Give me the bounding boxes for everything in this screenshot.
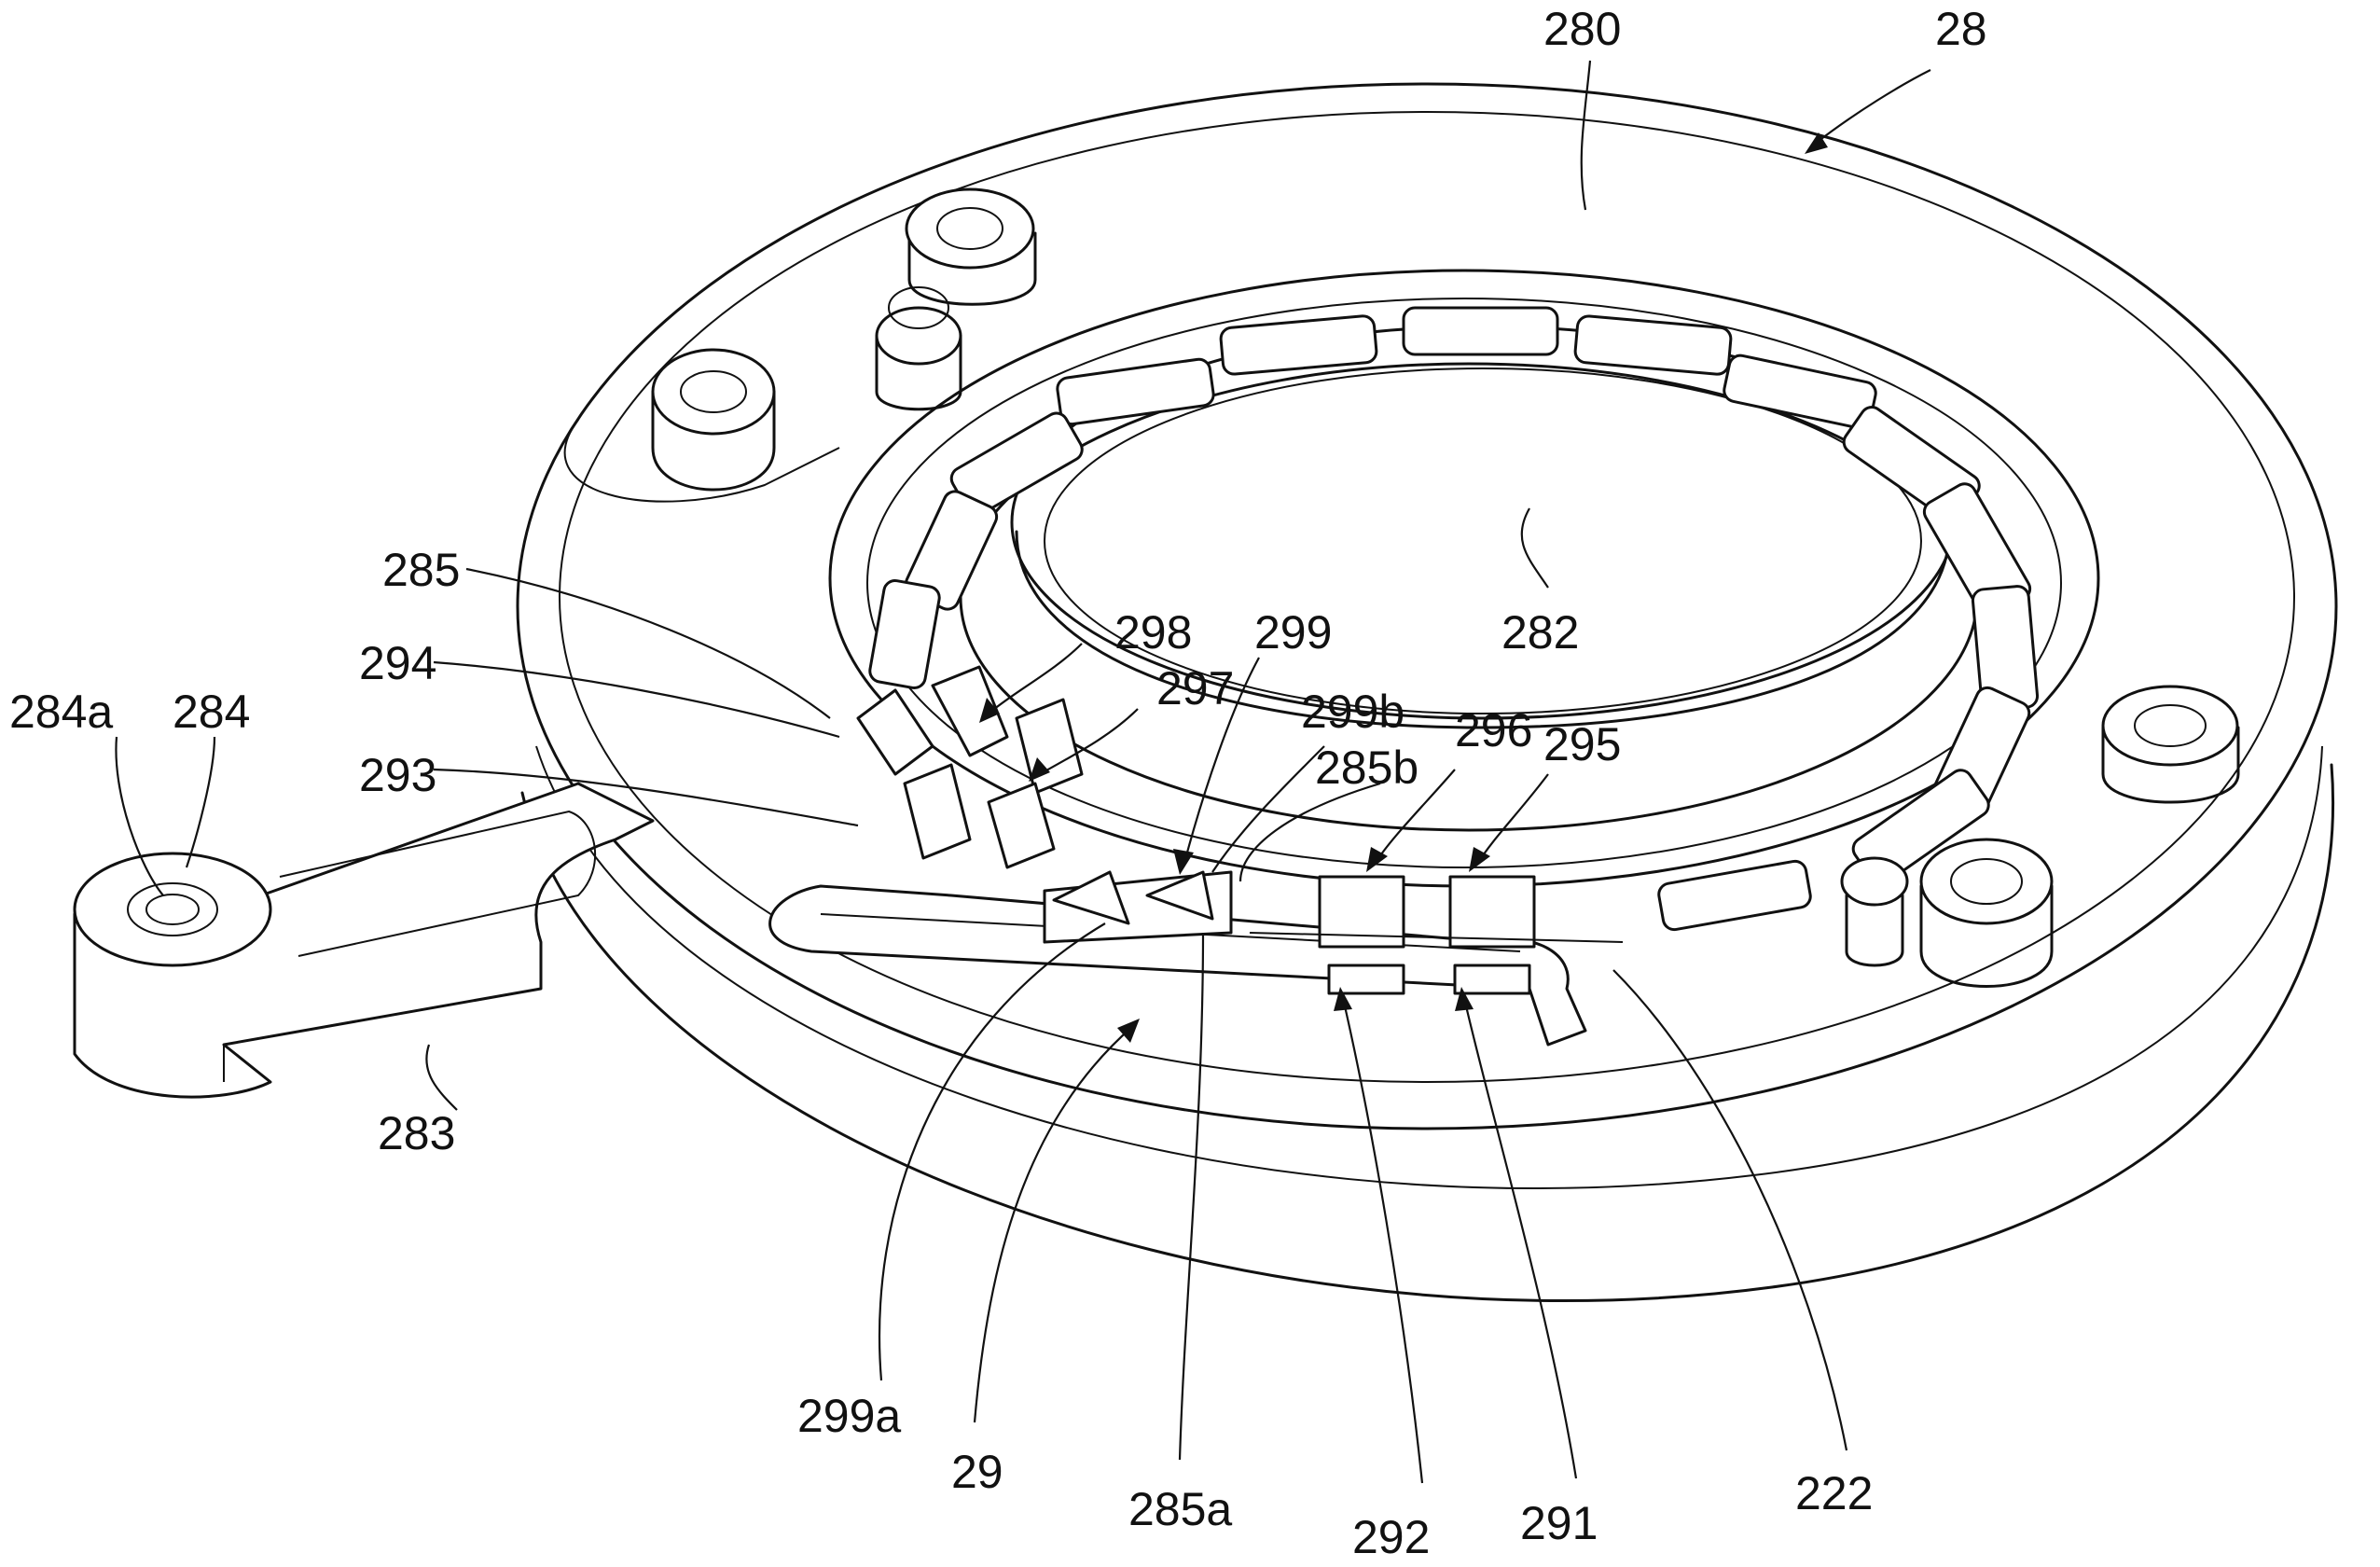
ring-body	[516, 82, 2338, 1303]
boss-right	[1840, 685, 2240, 988]
label-297: 297	[1156, 662, 1234, 714]
label-295: 295	[1543, 718, 1621, 770]
label-284: 284	[173, 686, 250, 738]
label-299: 299	[1254, 606, 1332, 659]
label-296: 296	[1455, 704, 1532, 756]
label-299b: 299b	[1301, 686, 1404, 738]
label-292: 292	[1352, 1511, 1430, 1563]
label-282: 282	[1501, 606, 1579, 659]
terminal-block-29	[768, 665, 1624, 1047]
label-285b: 285b	[1315, 742, 1418, 794]
boss-top-left	[563, 187, 1037, 503]
label-285a: 285a	[1128, 1483, 1232, 1535]
label-284a: 284a	[9, 686, 113, 738]
ring-slots	[868, 306, 2040, 932]
label-280: 280	[1543, 3, 1621, 55]
label-298: 298	[1114, 606, 1192, 659]
label-291: 291	[1520, 1497, 1598, 1549]
label-29: 29	[951, 1446, 1003, 1498]
label-283: 283	[378, 1107, 455, 1159]
leaders	[115, 60, 1931, 1484]
label-222: 222	[1795, 1467, 1873, 1519]
label-28: 28	[1935, 3, 1987, 55]
arm-283	[73, 782, 655, 1099]
label-294: 294	[359, 637, 436, 689]
label-293: 293	[359, 749, 436, 801]
label-299a: 299a	[797, 1390, 901, 1442]
label-285: 285	[382, 544, 460, 596]
reference-labels: 280 28 282 285 294 284a 284 293 283 298 …	[9, 3, 1987, 1563]
